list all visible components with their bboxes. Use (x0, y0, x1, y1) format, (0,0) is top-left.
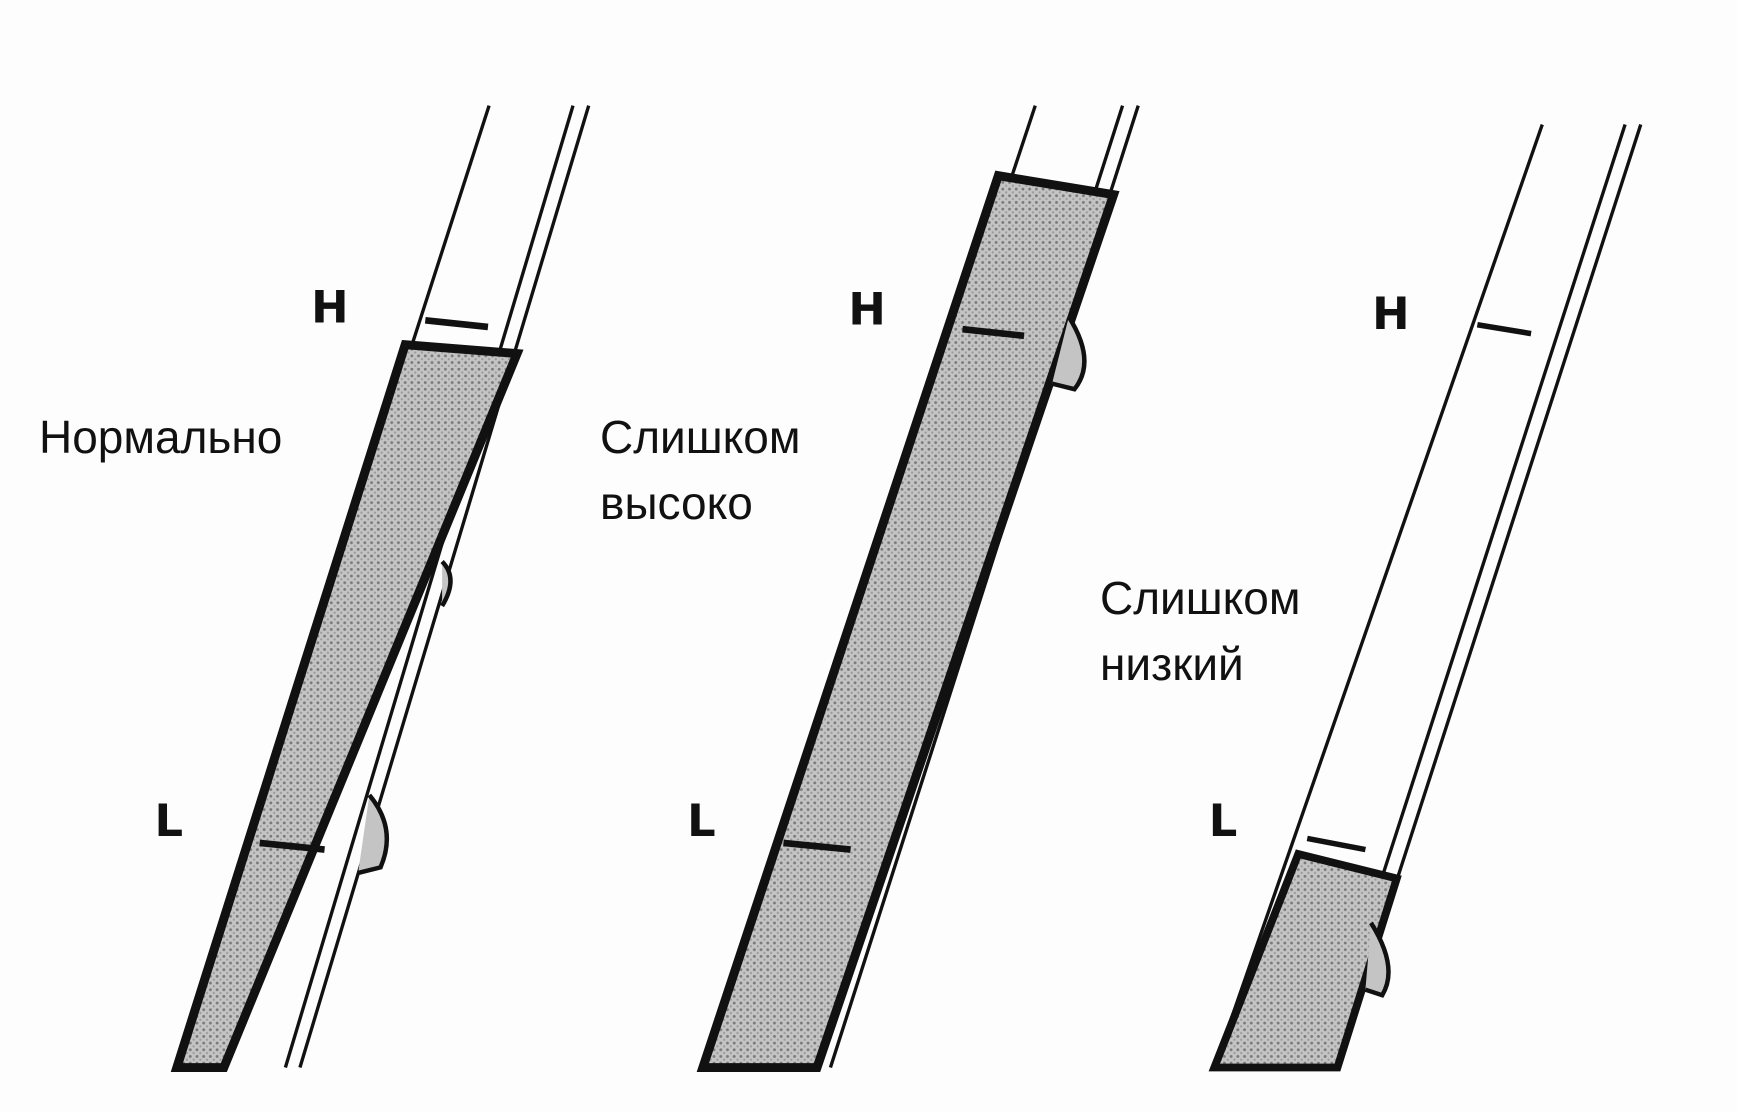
low-mark (1306, 835, 1366, 853)
label-too-high-line2: высоко (600, 477, 753, 529)
dipstick-too-high: H L (687, 105, 1140, 1072)
low-mark (259, 839, 325, 853)
low-label: L (154, 795, 183, 847)
label-too-low-line1: Слишком (1100, 572, 1301, 624)
high-label: H (1372, 288, 1409, 340)
dipstick-normal: H L (154, 105, 591, 1072)
label-too-low-line2: низкий (1100, 638, 1244, 690)
high-label: H (848, 284, 885, 336)
label-too-high: Слишком высоко (600, 404, 801, 536)
low-mark (783, 839, 851, 853)
high-mark (962, 325, 1025, 340)
dipstick-too-low: H L (1208, 123, 1643, 1072)
low-label: L (687, 795, 716, 847)
oil-film (170, 340, 524, 1072)
high-mark (424, 316, 489, 331)
oil-film (1208, 849, 1402, 1072)
label-too-low: Слишком низкий (1100, 565, 1301, 697)
low-label: L (1209, 795, 1238, 847)
label-normal: Нормально (39, 411, 283, 463)
high-mark (1476, 321, 1532, 337)
label-too-high-line1: Слишком (600, 411, 801, 463)
high-label: H (311, 282, 348, 334)
oil-film (696, 170, 1120, 1072)
